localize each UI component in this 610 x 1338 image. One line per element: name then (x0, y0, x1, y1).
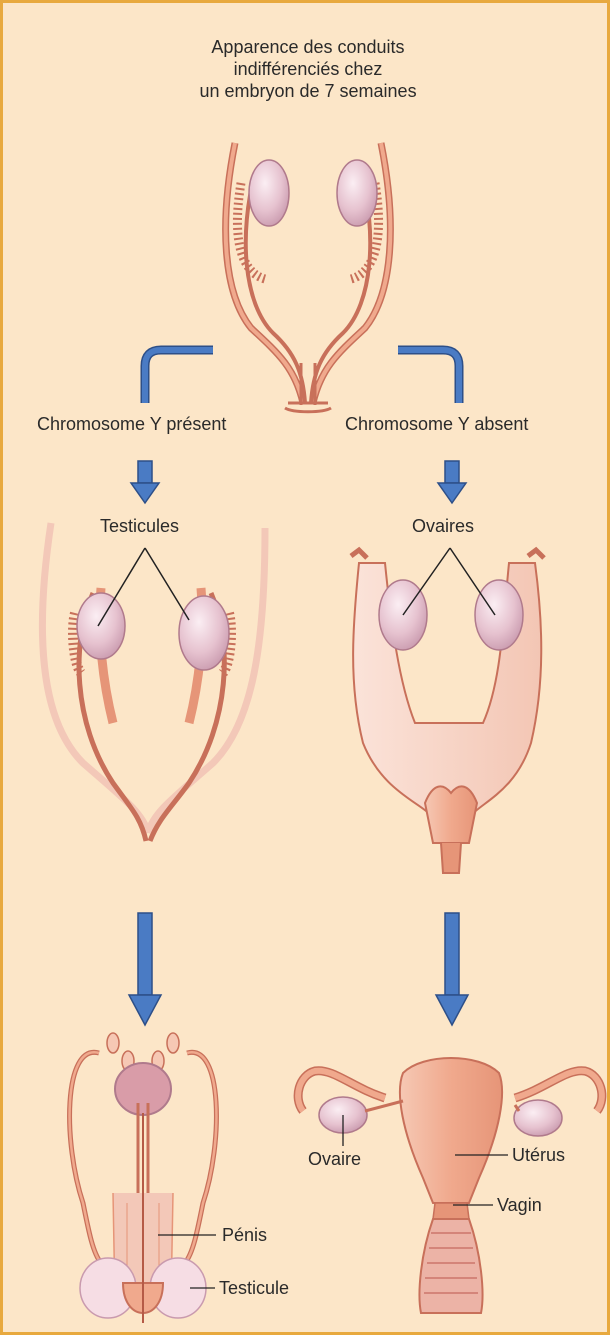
label-testicule: Testicule (219, 1277, 289, 1299)
embryo-differentiation-illustration (3, 3, 610, 1338)
female-intermediate-ducts (351, 550, 544, 873)
down-arrow-right-large (436, 913, 468, 1025)
down-arrow-left-small (131, 461, 159, 503)
diagram-title: Apparence des conduits indifférenciés ch… (153, 36, 463, 102)
label-ovaires: Ovaires (412, 515, 474, 537)
label-chromosome-y-present: Chromosome Y présent (37, 413, 226, 435)
down-arrow-left-large (129, 913, 161, 1025)
adult-female-anatomy (298, 1058, 602, 1313)
label-penis: Pénis (222, 1224, 267, 1246)
label-vagin: Vagin (497, 1194, 542, 1216)
male-intermediate-ducts (42, 523, 265, 841)
label-uterus: Utérus (512, 1144, 565, 1166)
label-ovaire: Ovaire (308, 1148, 361, 1170)
branch-arrow-left (145, 350, 213, 403)
title-line-1: Apparence des conduits (153, 36, 463, 58)
label-chromosome-y-absent: Chromosome Y absent (345, 413, 528, 435)
label-testicules: Testicules (100, 515, 179, 537)
indifferent-ducts (226, 143, 391, 412)
title-line-2: indifférenciés chez (153, 58, 463, 80)
down-arrow-right-small (438, 461, 466, 503)
branch-arrow-right (398, 350, 459, 403)
title-line-3: un embryon de 7 semaines (153, 80, 463, 102)
adult-male-anatomy (70, 1033, 217, 1323)
